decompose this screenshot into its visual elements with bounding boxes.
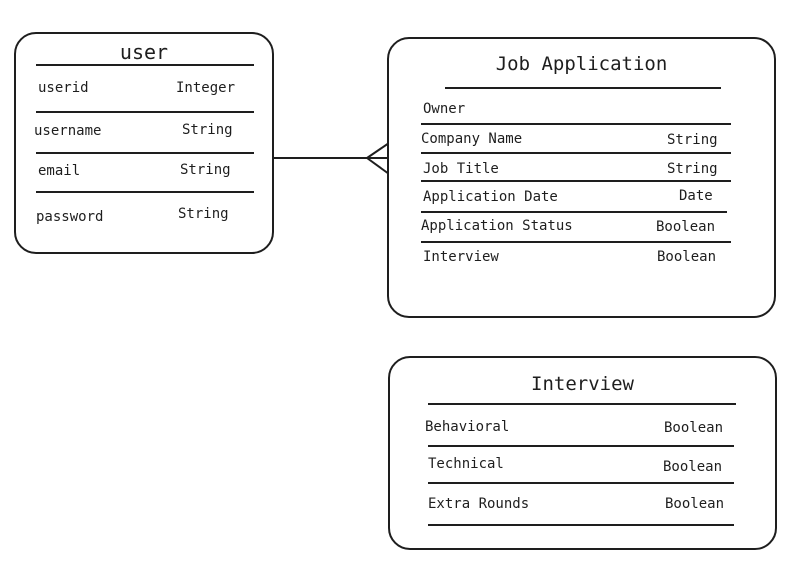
field-name: Interview bbox=[423, 249, 499, 265]
field-name: Application Date bbox=[423, 189, 558, 205]
crows-foot-lower bbox=[366, 157, 390, 175]
divider bbox=[421, 123, 731, 125]
divider bbox=[36, 64, 254, 66]
field-name: Behavioral bbox=[425, 419, 510, 435]
field-name: Technical bbox=[428, 456, 504, 472]
divider bbox=[445, 87, 721, 89]
field-type: Boolean bbox=[664, 420, 724, 436]
entity-user[interactable]: user userid Integer username String emai… bbox=[14, 32, 274, 254]
divider bbox=[421, 241, 731, 243]
crows-foot-upper bbox=[366, 142, 390, 159]
entity-title: user bbox=[119, 40, 169, 64]
entity-interview[interactable]: Interview Behavioral Boolean Technical B… bbox=[388, 356, 777, 550]
field-type: Date bbox=[679, 188, 713, 204]
divider bbox=[421, 180, 731, 182]
divider bbox=[428, 445, 734, 447]
field-type: String bbox=[178, 206, 229, 222]
divider bbox=[421, 152, 731, 154]
field-name: Company Name bbox=[421, 131, 523, 147]
divider bbox=[428, 524, 734, 526]
field-type: Boolean bbox=[657, 249, 717, 265]
divider bbox=[428, 403, 736, 405]
field-type: Integer bbox=[176, 80, 236, 96]
field-name: userid bbox=[38, 80, 89, 96]
field-type: Boolean bbox=[656, 219, 716, 235]
divider bbox=[36, 191, 254, 193]
divider bbox=[36, 152, 254, 154]
field-type: String bbox=[667, 161, 718, 177]
field-type: String bbox=[180, 162, 231, 178]
field-type: String bbox=[182, 122, 233, 138]
divider bbox=[428, 482, 734, 484]
field-name: Owner bbox=[423, 101, 466, 117]
divider bbox=[421, 211, 727, 213]
entity-title: Interview bbox=[531, 373, 634, 395]
field-name: Job Title bbox=[423, 161, 499, 177]
field-type: String bbox=[667, 132, 718, 148]
field-name: Extra Rounds bbox=[428, 496, 530, 512]
field-name: username bbox=[34, 123, 102, 139]
divider bbox=[36, 111, 254, 113]
field-type: Boolean bbox=[665, 496, 725, 512]
field-name: email bbox=[38, 163, 81, 179]
entity-title: Job Application bbox=[495, 53, 668, 75]
field-name: password bbox=[36, 209, 104, 225]
field-type: Boolean bbox=[663, 459, 723, 475]
entity-job-application[interactable]: Job Application Owner Company Name Strin… bbox=[387, 37, 776, 318]
field-name: Application Status bbox=[421, 218, 573, 234]
